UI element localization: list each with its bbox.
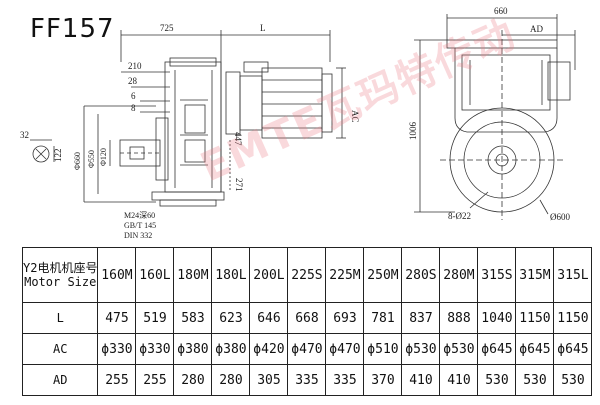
dim-1006: 1006: [408, 122, 418, 141]
header-label-en: Motor Size: [24, 275, 97, 289]
column-header: 315L: [553, 247, 593, 303]
table-cell: ϕ530: [439, 333, 479, 365]
table-cell: ϕ330: [135, 333, 175, 365]
technical-drawing: 725 L 210 28 6 8 AC 447 271 32 122 Φ660 …: [20, 6, 576, 240]
table-cell: 280: [211, 364, 251, 396]
dim-AD: AD: [530, 24, 543, 34]
dim-32: 32: [20, 130, 29, 140]
column-header: 180L: [211, 247, 251, 303]
column-header: 315M: [515, 247, 555, 303]
column-header: 225S: [287, 247, 327, 303]
table-cell: 255: [135, 364, 175, 396]
dim-6: 6: [131, 91, 136, 101]
table-cell: 668: [287, 302, 327, 334]
table-cell: 410: [401, 364, 441, 396]
row-label: AD: [21, 364, 99, 396]
header-label: Y2电机机座号 Motor Size: [21, 247, 99, 303]
table-cell: ϕ470: [325, 333, 365, 365]
table-cell: ϕ510: [363, 333, 403, 365]
column-header: 315S: [477, 247, 517, 303]
table-cell: 888: [439, 302, 479, 334]
table-cell: ϕ530: [401, 333, 441, 365]
table-cell: 623: [211, 302, 251, 334]
column-header: 160L: [135, 247, 175, 303]
table-cell: ϕ380: [211, 333, 251, 365]
dim-660-left: Φ660: [73, 152, 82, 170]
table-cell: 1150: [553, 302, 593, 334]
dim-8-holes: 8-Ø22: [448, 211, 471, 221]
table-cell: 1150: [515, 302, 555, 334]
dim-447: 447: [233, 132, 243, 146]
table-cell: 335: [325, 364, 365, 396]
dim-L: L: [260, 23, 266, 33]
table-cell: ϕ380: [173, 333, 213, 365]
table-cell: 335: [287, 364, 327, 396]
row-label: AC: [21, 333, 99, 365]
table-cell: 519: [135, 302, 175, 334]
table-cell: 837: [401, 302, 441, 334]
table-cell: 693: [325, 302, 365, 334]
column-header: 280M: [439, 247, 479, 303]
dim-600: Ø600: [550, 212, 570, 222]
column-header: 200L: [249, 247, 289, 303]
table-cell: 305: [249, 364, 289, 396]
model-title: FF157: [30, 14, 115, 44]
thread-note-2: GB/T 145: [124, 221, 156, 230]
table-cell: 1040: [477, 302, 517, 334]
column-header: 280S: [401, 247, 441, 303]
table-cell: 280: [173, 364, 213, 396]
dim-725: 725: [160, 23, 174, 33]
table-cell: 646: [249, 302, 289, 334]
dim-8: 8: [131, 103, 136, 113]
table-cell: 530: [477, 364, 517, 396]
column-header: 180M: [173, 247, 213, 303]
dim-271: 271: [234, 178, 244, 192]
table-cell: ϕ645: [477, 333, 517, 365]
dim-AC: AC: [350, 110, 360, 123]
table-cell: 475: [97, 302, 137, 334]
table-cell: 255: [97, 364, 137, 396]
table-cell: 781: [363, 302, 403, 334]
table-cell: 410: [439, 364, 479, 396]
column-header: 225M: [325, 247, 365, 303]
dim-210: 210: [128, 61, 142, 71]
table-cell: 530: [553, 364, 593, 396]
dim-28: 28: [128, 76, 138, 86]
dim-122: 122: [53, 149, 63, 163]
table-cell: 583: [173, 302, 213, 334]
row-label: L: [21, 302, 99, 334]
table-cell: 530: [515, 364, 555, 396]
dim-550: Φ550: [87, 150, 96, 168]
thread-note-1: M24深60: [124, 211, 155, 220]
thread-note-3: DIN 332: [124, 231, 152, 240]
column-header: 160M: [97, 247, 137, 303]
table-cell: ϕ645: [553, 333, 593, 365]
table-cell: 370: [363, 364, 403, 396]
table-cell: ϕ470: [287, 333, 327, 365]
table-cell: ϕ645: [515, 333, 555, 365]
dim-660-top: 660: [494, 6, 508, 16]
header-label-cn: Y2电机机座号: [23, 261, 98, 275]
column-header: 250M: [363, 247, 403, 303]
dim-120: Φ120: [99, 148, 108, 166]
table-cell: ϕ330: [97, 333, 137, 365]
table-cell: ϕ420: [249, 333, 289, 365]
